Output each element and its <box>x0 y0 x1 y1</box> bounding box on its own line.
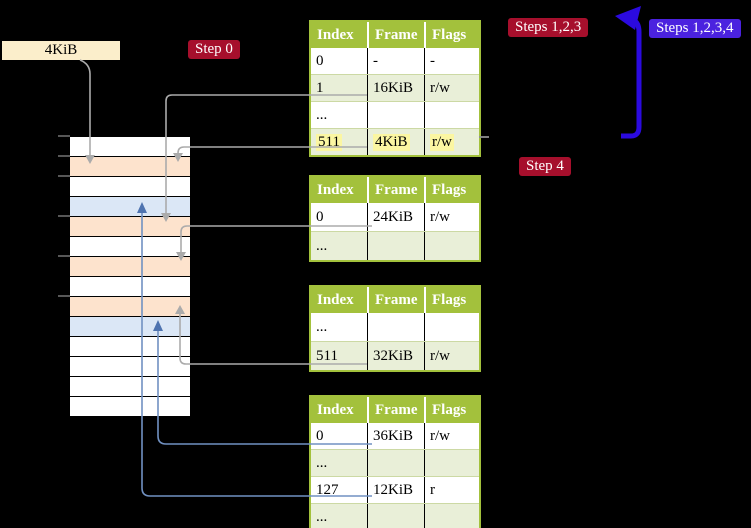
table-cell: 24KiB <box>367 203 424 231</box>
table-cell: ... <box>316 454 328 471</box>
column-header-flags: Flags <box>424 397 479 423</box>
table-cell: r <box>424 477 479 503</box>
table-cell: 4KiB <box>367 129 424 155</box>
column-header-frame: Frame <box>367 22 424 48</box>
memory-row-free <box>70 357 190 377</box>
column-header-frame: Frame <box>367 287 424 313</box>
column-header-index: Index <box>317 291 354 308</box>
highlighted-value: 4KiB <box>373 133 410 151</box>
memory-row-table <box>70 217 190 237</box>
table-cell: 0 <box>316 52 324 69</box>
table-cell: ... <box>316 508 328 525</box>
column-header-index: Index <box>317 401 354 418</box>
memory-row-free <box>70 277 190 297</box>
table-cell <box>367 232 424 260</box>
memory-row-free <box>70 177 190 197</box>
table-cell: 12KiB <box>367 477 424 503</box>
table-cell: r/w <box>424 203 479 231</box>
column-header-frame: Frame <box>367 177 424 203</box>
table-cell: ... <box>316 318 328 335</box>
table-cell <box>367 102 424 128</box>
table-row: 511 4KiB r/w <box>311 128 479 155</box>
table-cell: - <box>424 48 479 74</box>
table-cell: 511 <box>316 347 338 364</box>
memory-row-free <box>70 137 190 157</box>
memory-row-mapped <box>70 197 190 217</box>
table-cell: r/w <box>424 423 479 449</box>
table-cell: 1 <box>316 79 324 96</box>
big-steps-arrowhead <box>615 6 641 30</box>
steps123-label: Steps 1,2,3 <box>508 18 589 37</box>
frame-size-box: 4KiB <box>2 41 120 60</box>
table-cell: ... <box>316 237 328 254</box>
table-cell <box>367 504 424 528</box>
step4-label: Step 4 <box>519 157 571 176</box>
table-row: ... <box>311 449 479 476</box>
steps1234-label: Steps 1,2,3,4 <box>649 19 741 38</box>
memory-row-table <box>70 297 190 317</box>
table-cell <box>424 313 479 341</box>
physical-memory-column <box>70 136 190 417</box>
table-cell <box>424 232 479 260</box>
table-cell: 127 <box>316 481 339 498</box>
table-cell <box>424 450 479 476</box>
memory-row-table <box>70 257 190 277</box>
table-cell <box>367 313 424 341</box>
table-cell: 0 <box>316 208 324 225</box>
table-cell: 36KiB <box>367 423 424 449</box>
column-header-flags: Flags <box>424 287 479 313</box>
table-cell <box>424 102 479 128</box>
memory-row-free <box>70 377 190 397</box>
highlighted-value: r/w <box>430 133 454 151</box>
table-cell: 511 <box>311 129 367 155</box>
column-header-index: Index <box>317 181 354 198</box>
column-header-flags: Flags <box>424 22 479 48</box>
table-cell: r/w <box>424 129 479 155</box>
table-row: ... <box>311 231 479 260</box>
memory-row-free <box>70 397 190 417</box>
column-header-index: Index <box>317 26 354 43</box>
memory-row-free <box>70 337 190 357</box>
table-cell <box>367 450 424 476</box>
memory-row-free <box>70 237 190 257</box>
memory-row-table <box>70 157 190 177</box>
memory-row-mapped <box>70 317 190 337</box>
table-row: 0 -- <box>311 48 479 74</box>
step0-label: Step 0 <box>188 40 240 59</box>
table-cell: - <box>367 48 424 74</box>
table-row: ... <box>311 503 479 528</box>
table-cell <box>424 504 479 528</box>
column-header-frame: Frame <box>367 397 424 423</box>
highlighted-value: 511 <box>316 133 342 151</box>
table-row: ... <box>311 101 479 128</box>
big-steps-arrow <box>621 16 642 139</box>
table-cell: ... <box>316 106 328 123</box>
memory-tick-marks <box>58 135 70 297</box>
table-cell: 16KiB <box>367 75 424 101</box>
table-cell: r/w <box>424 342 479 370</box>
table-cell: r/w <box>424 75 479 101</box>
table-row: ... <box>311 313 479 341</box>
table-cell: 0 <box>316 427 324 444</box>
table-cell: 32KiB <box>367 342 424 370</box>
column-header-flags: Flags <box>424 177 479 203</box>
